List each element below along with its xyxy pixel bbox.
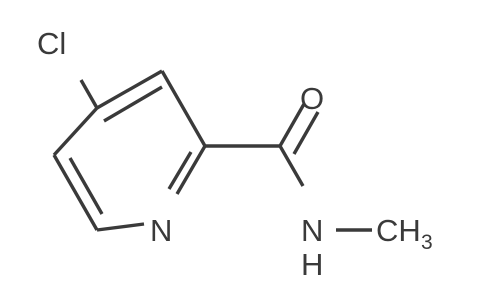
bond-c4-c3 [96,69,163,110]
bond-n1-c6 [96,222,145,232]
methyl-label: CH [376,213,421,248]
bond-c6-c5 [52,154,99,231]
bond-carbonyl-o-double [292,111,320,155]
bond-c6-c5-inner [68,157,104,215]
bond-carbonyl-n [278,145,305,187]
bond-c5-c4 [52,106,99,157]
bond-c4-cl [79,79,99,109]
bond-c3-c2 [160,70,207,147]
bond-c4-c3-inner [103,85,163,123]
chlorine-label: Cl [37,26,66,61]
bond-c2-n1-inner [167,151,193,190]
oxygen-label: O [300,81,324,116]
amide-nitrogen-label: N [301,213,323,248]
ring-nitrogen-label: N [150,213,172,248]
amide-hydrogen-label: H [301,247,323,282]
bond-carbonyl-o [278,103,306,147]
bond-c2-n1 [175,145,207,195]
methyl-subscript: 3 [421,231,433,254]
